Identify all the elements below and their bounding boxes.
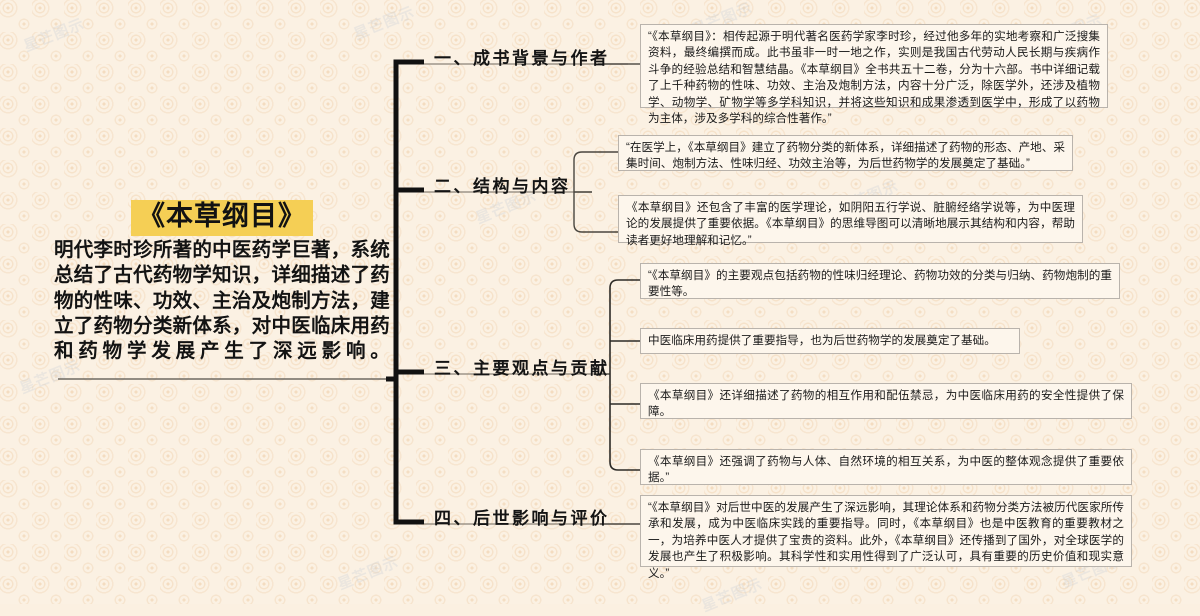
leaf-box-1-1[interactable]: “《本草纲目》：相传起源于明代著名医药学家李时珍，经过他多年的实地考察和广泛搜集… bbox=[640, 24, 1108, 125]
leaf-box-3-3[interactable]: 《本草纲目》还详细描述了药物的相互作用和配伍禁忌，为中医临床用药的安全性提供了保… bbox=[640, 383, 1132, 419]
leaf-box-2-2[interactable]: 《本草纲目》还包含了丰富的医学理论，如阴阳五行学说、脏腑经络学说等，为中医理论的… bbox=[618, 195, 1083, 247]
leaf-box-3-4[interactable]: 《本草纲目》还强调了药物与人体、自然环境的相互关系，为中医的整体观念提供了重要依… bbox=[640, 449, 1132, 485]
branch-label-3[interactable]: 三、主要观点与贡献 bbox=[434, 359, 610, 378]
leaf-box-3-1[interactable]: “《本草纲目》的主要观点包括药物的性味归经理论、药物功效的分类与归纳、药物炮制的… bbox=[640, 263, 1120, 299]
leaf-box-2-1[interactable]: “在医学上，《本草纲目》建立了药物分类的新体系，详细描述了药物的形态、产地、采集… bbox=[618, 135, 1073, 171]
branch-label-1[interactable]: 一、成书背景与作者 bbox=[434, 49, 610, 68]
branch-label-2[interactable]: 二、结构与内容 bbox=[434, 177, 571, 196]
branch-label-4[interactable]: 四、后世影响与评价 bbox=[434, 509, 610, 528]
root-title: 《本草纲目》 bbox=[131, 200, 313, 236]
leaf-box-4-1[interactable]: “《本草纲目》对后世中医的发展产生了深远影响，其理论体系和药物分类方法被历代医家… bbox=[640, 495, 1132, 580]
root-node[interactable]: 《本草纲目》 明代李时珍所著的中医药学巨著，系统总结了古代药物学知识，详细描述了… bbox=[52, 200, 392, 365]
root-description: 明代李时珍所著的中医药学巨著，系统总结了古代药物学知识，详细描述了药物的性味、功… bbox=[54, 238, 390, 363]
leaf-box-3-2[interactable]: 中医临床用药提供了重要指导，也为后世药物学的发展奠定了基础。 bbox=[640, 328, 1020, 354]
